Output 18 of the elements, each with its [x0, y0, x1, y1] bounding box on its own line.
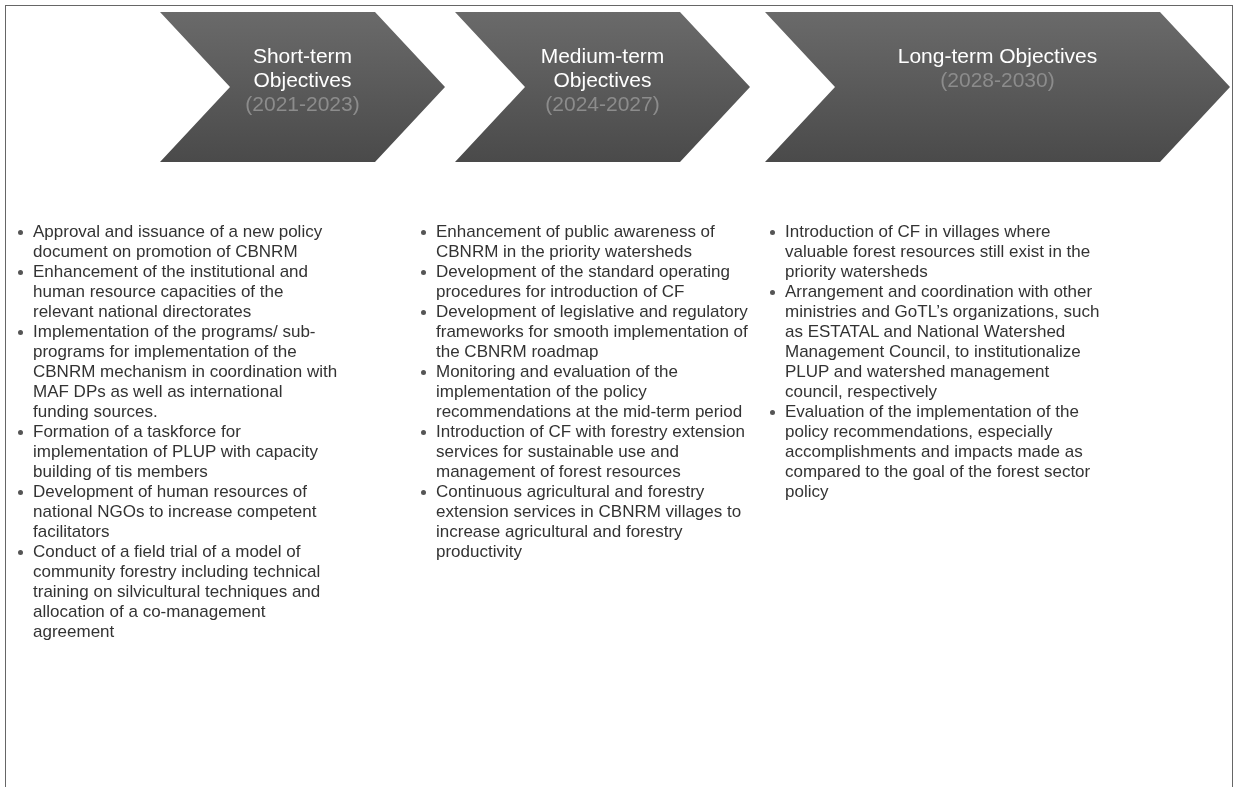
bullet-item: Introduction of CF with forestry extension services for sustainable use and management of forest resources: [436, 422, 745, 481]
bullet-item: Enhancement of public awareness of CBNRM in the priority watersheds: [436, 222, 715, 261]
bullet-item: Conduct of a field trial of a model of community forestry including technical training on silvicultural techniques and allocation of a co-management agreement: [33, 542, 321, 641]
bullet-item: Introduction of CF in villages where valuable forest resources still exist in the priority watersheds: [785, 222, 1091, 281]
bullet-item: Implementation of the programs/ sub-programs for implementation of the CBNRM mechanism in coordination with MAF DPs as well as international funding sources.: [33, 322, 338, 421]
bullet-item: Development of human resources of national NGOs to increase competent facilitators: [33, 482, 317, 541]
bullet-item: Development of legislative and regulatory frameworks for smooth implementation of the CBNRM roadmap: [436, 302, 748, 361]
bullet-item: Evaluation of the implementation of the policy recommendations, especially accomplishments and impacts made as compared to the goal of the forest sector policy: [785, 402, 1091, 501]
bullet-item: Monitoring and evaluation of the implementation of the policy recommendations at the mid-term period: [436, 362, 743, 421]
bullet-item: Arrangement and coordination with other ministries and GoTL’s organizations, such as ESTATAL and National Watershed Management Council, to institutionalize PLUP and watershed management council, respectively: [785, 282, 1100, 401]
bullet-item: Development of the standard operating procedures for introduction of CF: [436, 262, 730, 301]
stage-heading: Medium-term Objectives: [539, 44, 666, 92]
bullet-item: Formation of a taskforce for implementation of PLUP with capacity building of tis members: [33, 422, 319, 481]
bullet-item: Enhancement of the institutional and human resource capacities of the relevant national directorates: [33, 262, 309, 321]
bullet-item: Continuous agricultural and forestry extension services in CBNRM villages to increase agricultural and forestry productivity: [436, 482, 742, 561]
stage-heading: Long-term Objectives: [896, 44, 1099, 68]
stage-heading: Short-term Objectives: [251, 44, 354, 92]
bullet-item: Approval and issuance of a new policy document on promotion of CBNRM: [33, 222, 323, 261]
